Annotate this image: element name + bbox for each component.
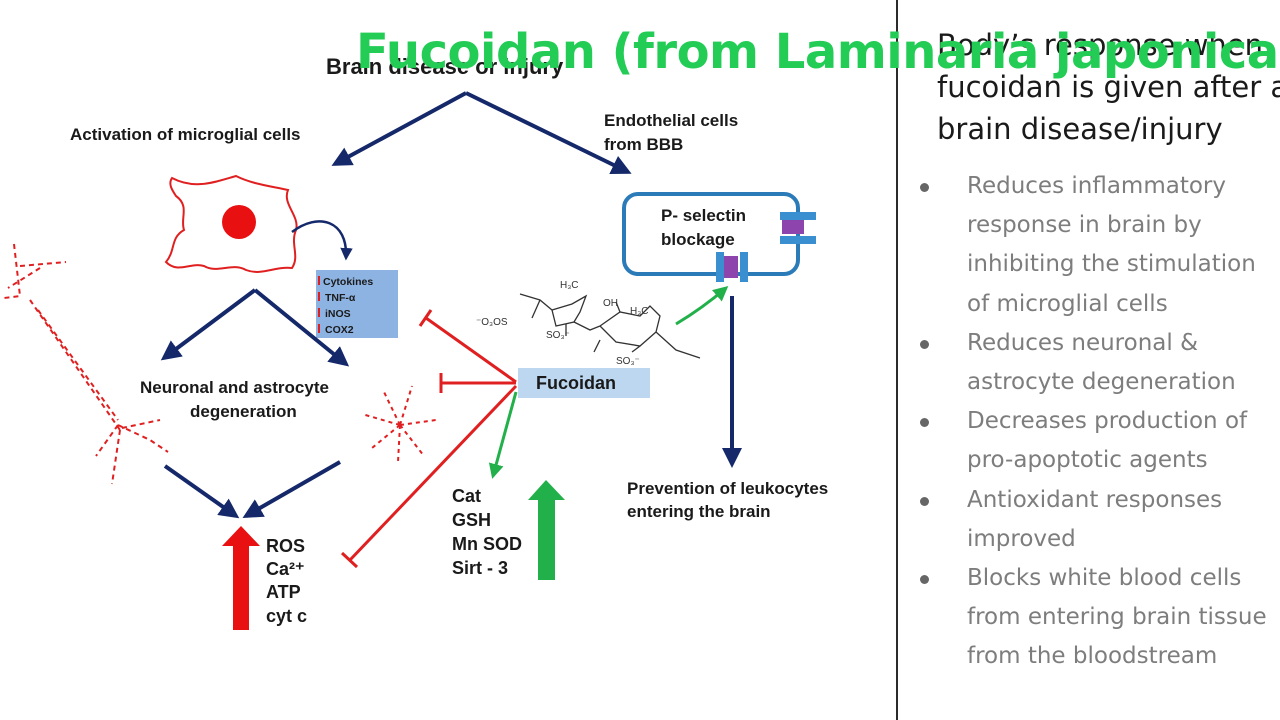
antioxidant-item: GSH [452, 510, 491, 530]
fucoidan-box [518, 368, 650, 398]
molecule-label-o3so: ⁻O₃OS [476, 317, 508, 328]
response-panel: Body’s response when fucoidan is given a… [900, 0, 1280, 720]
arrow-to-ros-left [163, 464, 240, 519]
bullet-dot-icon [920, 183, 929, 192]
curved-arrow-to-cytokines [291, 220, 353, 261]
cytokine-item: Cytokines [323, 276, 373, 288]
degenerating-neuron-drawing [3, 243, 169, 485]
molecule-label-so3-right: SO₃⁻ [616, 356, 640, 367]
antioxidant-item: Cat [452, 486, 481, 506]
increase-arrow-green [528, 480, 565, 580]
cytokine-item: iNOS [325, 308, 351, 320]
panel-divider [896, 0, 898, 720]
degenerating-astrocyte-drawing [361, 385, 437, 463]
fucoidan-mechanism-diagram: Brain disease or injury Activation of mi… [3, 54, 828, 630]
molecule-label-so3-left: SO₃⁻ [546, 330, 570, 341]
leukocyte-label-1: Prevention of leukocytes [627, 479, 828, 498]
molecule-label-h3c-top: H₃C [560, 280, 579, 291]
cytokine-item: TNF-α [325, 292, 356, 304]
leukocyte-label-2: entering the brain [627, 502, 771, 521]
antioxidant-item: Mn SOD [452, 534, 522, 554]
list-item: Antioxidant responses improved [916, 481, 1280, 559]
list-item: Reduces neuronal & astrocyte degeneratio… [916, 324, 1280, 402]
bullet-dot-icon [920, 496, 929, 506]
bullet-text: Reduces neuronal & astrocyte degeneratio… [967, 329, 1236, 396]
arrow-microglia-right [253, 288, 350, 367]
ros-item: ATP [266, 582, 301, 602]
list-item: Reduces inflammatory response in brain b… [916, 167, 1280, 324]
fucoidan-molecule-structure [519, 293, 701, 359]
increase-arrow-red [222, 526, 260, 630]
microglial-cell-shape [164, 174, 298, 273]
cytokine-box [316, 270, 398, 338]
endothelial-label-2: from BBB [604, 135, 683, 154]
bullet-dot-icon [920, 339, 929, 349]
molecule-label-h3c-right: H₃C [630, 306, 649, 317]
list-item: Blocks white blood cells from entering b… [916, 559, 1280, 677]
arrow-to-ros-right [242, 460, 341, 518]
microglia-nucleus [222, 205, 256, 239]
arrow-to-microglia [331, 91, 467, 166]
microglia-label: Activation of microglial cells [70, 125, 301, 144]
bullet-dot-icon [920, 575, 929, 585]
degeneration-label-2: degeneration [190, 402, 297, 421]
arrow-microglia-left [160, 288, 257, 361]
arrow-to-antioxidants [488, 391, 518, 479]
bullet-text: Antioxidant responses improved [967, 486, 1223, 552]
molecule-label-oh: OH [603, 298, 618, 309]
degeneration-label-1: Neuronal and astrocyte [140, 378, 329, 397]
fucoidan-label: Fucoidan [536, 373, 616, 393]
receptor-icon [716, 212, 816, 282]
antioxidant-item: Sirt - 3 [452, 558, 508, 578]
pselectin-label-1: P- selectin [661, 206, 746, 225]
bullet-text: Blocks white blood cells from entering b… [967, 565, 1267, 670]
bullet-text: Reduces inflammatory response in brain b… [967, 173, 1256, 317]
bullet-dot-icon [920, 418, 929, 428]
ros-item: Ca²⁺ [266, 559, 305, 579]
arrow-to-endothelial [465, 91, 632, 174]
inhibition-lines [340, 309, 518, 569]
list-item: Decreases production of pro-apoptotic ag… [916, 402, 1280, 480]
response-bullet-list: Reduces inflammatory response in brain b… [916, 167, 1280, 677]
cytokine-item: COX2 [325, 324, 354, 336]
panel-heading: Body’s response when fucoidan is given a… [937, 28, 1280, 146]
endothelial-label-1: Endothelial cells [604, 111, 738, 130]
top-label: Brain disease or injury [326, 54, 564, 79]
ros-item: cyt c [266, 606, 307, 626]
ros-item: ROS [266, 536, 305, 556]
pselectin-label-2: blockage [661, 230, 735, 249]
arrow-to-pselectin [675, 286, 729, 326]
bullet-text: Decreases production of pro-apoptotic ag… [967, 408, 1248, 474]
overlay-title: Fucoidan (from Laminaria japonica) [356, 24, 1280, 80]
